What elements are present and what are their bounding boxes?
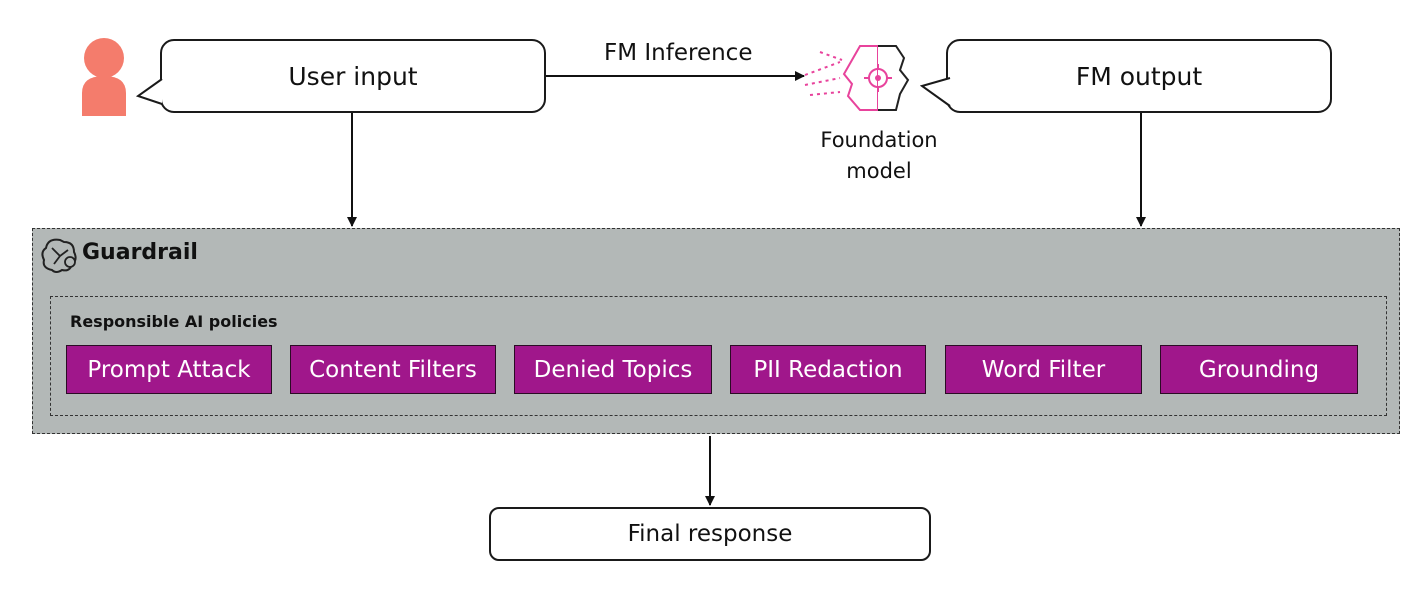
policy-word-filter: Word Filter: [945, 345, 1142, 394]
user-input-box: User input: [160, 39, 546, 113]
fm-inference-label: FM Inference: [604, 40, 753, 66]
user-input-tail: [136, 78, 163, 105]
final-response-box: Final response: [489, 507, 931, 561]
user-icon: [82, 38, 126, 116]
policies-title: Responsible AI policies: [70, 312, 278, 331]
foundation-model-label-line2: model: [846, 159, 912, 183]
policy-prompt-attack: Prompt Attack: [66, 345, 272, 394]
guardrail-container: [32, 228, 1400, 434]
policy-content-filters: Content Filters: [290, 345, 496, 394]
policy-grounding: Grounding: [1160, 345, 1358, 394]
user-input-label: User input: [288, 61, 418, 91]
foundation-model-label-line1: Foundation: [820, 128, 938, 152]
fm-output-box: FM output: [946, 39, 1332, 113]
fm-output-label: FM output: [1075, 61, 1203, 91]
policy-pii-redaction: PII Redaction: [730, 345, 926, 394]
fm-output-tail: [920, 77, 951, 107]
policy-denied-topics: Denied Topics: [514, 345, 712, 394]
guardrail-title: Guardrail: [82, 240, 198, 265]
final-response-label: Final response: [627, 521, 793, 547]
guardrail-brain-icon: [41, 238, 77, 273]
foundation-model-icon: [804, 45, 910, 111]
policies-container: [50, 296, 1387, 416]
